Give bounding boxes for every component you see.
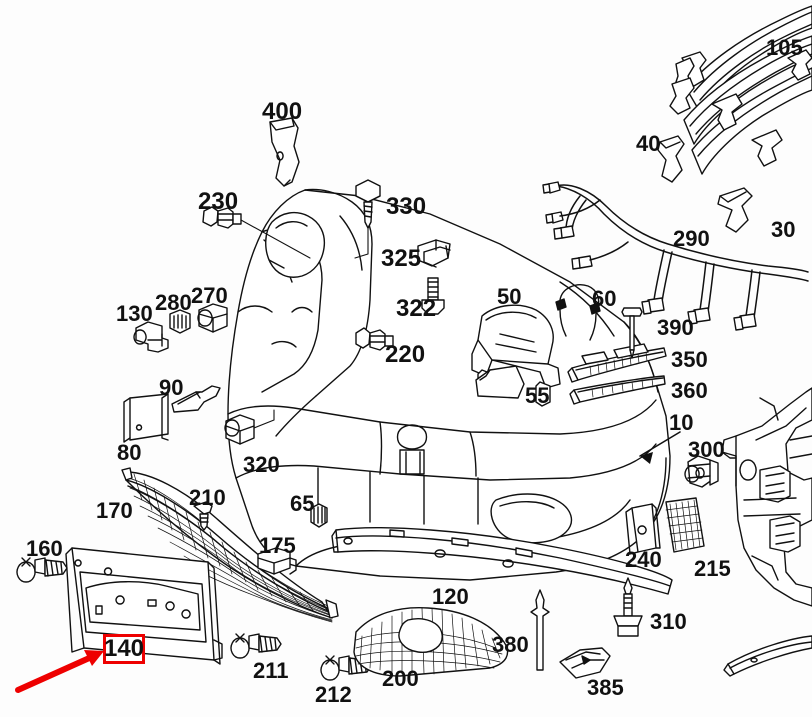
part-label-220: 220 <box>385 341 426 368</box>
part-label-65: 65 <box>290 491 315 516</box>
part-210-clip <box>193 501 213 531</box>
part-220-bolt <box>355 327 394 351</box>
part-170-grille <box>121 467 339 623</box>
part-label-330: 330 <box>386 193 427 220</box>
part-290-harness <box>542 181 809 331</box>
part-label-170: 170 <box>96 498 133 523</box>
part-label-210: 210 <box>189 485 226 510</box>
part-40-clip <box>657 135 685 183</box>
bottom-right-trim <box>723 635 812 677</box>
part-211-screw <box>230 633 282 659</box>
part-385-clip <box>559 647 611 679</box>
part-label-10: 10 <box>669 410 694 435</box>
part-322-bolt <box>421 277 445 315</box>
part-label-90: 90 <box>159 375 184 400</box>
part-label-211: 211 <box>253 658 289 683</box>
part-105-crossmember <box>669 5 812 175</box>
part-label-50: 50 <box>497 284 522 309</box>
part-label-30: 30 <box>771 217 796 242</box>
part-130-sensor <box>133 321 169 353</box>
part-label-160: 160 <box>26 536 63 561</box>
part-65-nut <box>310 503 328 528</box>
part-230-bolt <box>202 206 311 259</box>
part-label-320: 320 <box>243 452 280 477</box>
part-label-380: 380 <box>492 632 529 657</box>
part-212-screw <box>320 655 372 681</box>
part-390-screw <box>621 307 643 359</box>
highlight-box-140: 140 <box>103 634 145 664</box>
part-215-mesh <box>665 497 705 553</box>
part-label-240: 240 <box>625 547 662 572</box>
part-label-55: 55 <box>525 383 550 408</box>
part-label-400: 400 <box>262 98 303 125</box>
part-160-screw <box>16 557 68 583</box>
part-label-300: 300 <box>688 437 725 462</box>
part-label-130: 130 <box>116 301 153 326</box>
part-320-nut <box>224 409 275 445</box>
part-350-strip <box>567 343 667 383</box>
part-label-40: 40 <box>636 131 661 156</box>
right-mounting-bracket <box>721 387 812 607</box>
part-label-200: 200 <box>382 666 419 691</box>
part-label-212: 212 <box>315 682 352 707</box>
part-label-322: 322 <box>396 295 437 322</box>
part-60-clip <box>555 284 601 341</box>
bumper-cover-main <box>227 188 671 581</box>
part-400-bracket <box>269 117 300 187</box>
part-label-390: 390 <box>657 315 694 340</box>
part-label-360: 360 <box>671 378 708 403</box>
part-300-bushing <box>684 455 719 488</box>
part-270-sensor <box>197 303 228 333</box>
part-label-230: 230 <box>198 188 239 215</box>
part-label-310: 310 <box>650 609 687 634</box>
part-380-pin <box>530 589 550 671</box>
part-30-clip <box>717 187 753 233</box>
part-label-120: 120 <box>432 584 469 609</box>
part-200-lower-grille <box>353 607 509 677</box>
part-280-sensor <box>169 309 191 334</box>
part-label-105: 105 <box>766 35 803 60</box>
part-label-280: 280 <box>155 290 192 315</box>
part-80-plate <box>123 393 169 443</box>
part-90-bracket <box>171 385 221 413</box>
part-label-215: 215 <box>694 556 731 581</box>
part-label-325: 325 <box>381 245 422 272</box>
part-240-bracket <box>625 503 661 555</box>
part-55-pad <box>475 365 525 399</box>
part-label-350: 350 <box>671 347 708 372</box>
part-360-strip <box>569 375 666 405</box>
part-325-clip <box>417 239 451 268</box>
part-label-290: 290 <box>673 226 710 251</box>
part-label-80: 80 <box>117 440 142 465</box>
part-140-plate-holder <box>65 547 223 665</box>
part-330-screw <box>354 179 381 259</box>
part-175-clip <box>257 547 297 575</box>
part-120-trim <box>331 527 673 595</box>
part-label-270: 270 <box>191 283 228 308</box>
part-310-screw <box>613 577 643 637</box>
part-label-175: 175 <box>259 533 296 558</box>
part-label-385: 385 <box>587 675 624 700</box>
part-label-60: 60 <box>592 286 617 311</box>
part-label-140: 140 <box>103 635 145 662</box>
